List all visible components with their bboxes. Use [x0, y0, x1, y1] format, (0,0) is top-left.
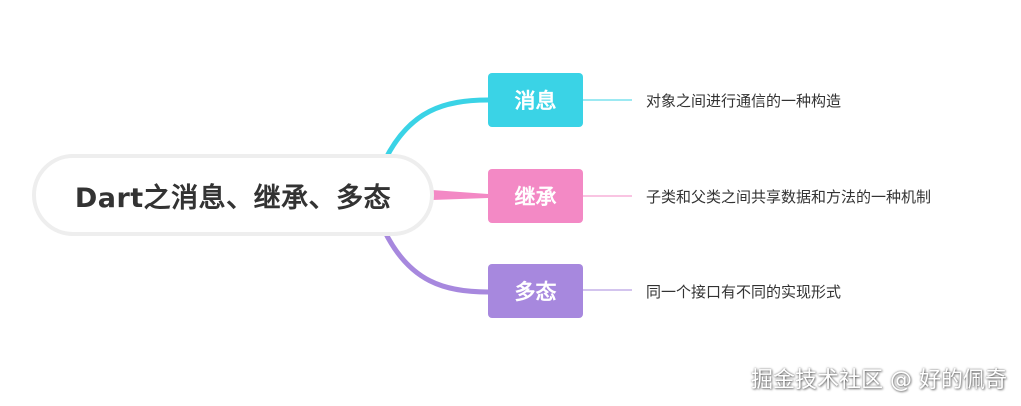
connector-to-branch-2 [432, 190, 488, 200]
connector-to-branch-1 [382, 97, 491, 163]
leaf-message-description: 对象之间进行通信的一种构造 [646, 92, 842, 110]
root-topic-title: Dart之消息、继承、多态 [74, 182, 392, 214]
leaf-inheritance-description: 子类和父类之间共享数据和方法的一种机制 [646, 188, 932, 206]
branch-node-message[interactable]: 消息 [488, 73, 583, 127]
branch-node-inheritance[interactable]: 继承 [488, 169, 583, 223]
branch-label: 继承 [514, 185, 557, 209]
connector-to-branch-3 [382, 229, 491, 295]
branch-label: 多态 [514, 280, 557, 304]
branch-node-polymorphism[interactable]: 多态 [488, 264, 583, 318]
leaf-polymorphism-description: 同一个接口有不同的实现形式 [646, 283, 842, 301]
branch-label: 消息 [514, 89, 557, 113]
root-topic[interactable]: Dart之消息、继承、多态 [32, 154, 434, 236]
watermark-text: 掘金技术社区 @ 好的佩奇 [751, 368, 1007, 393]
